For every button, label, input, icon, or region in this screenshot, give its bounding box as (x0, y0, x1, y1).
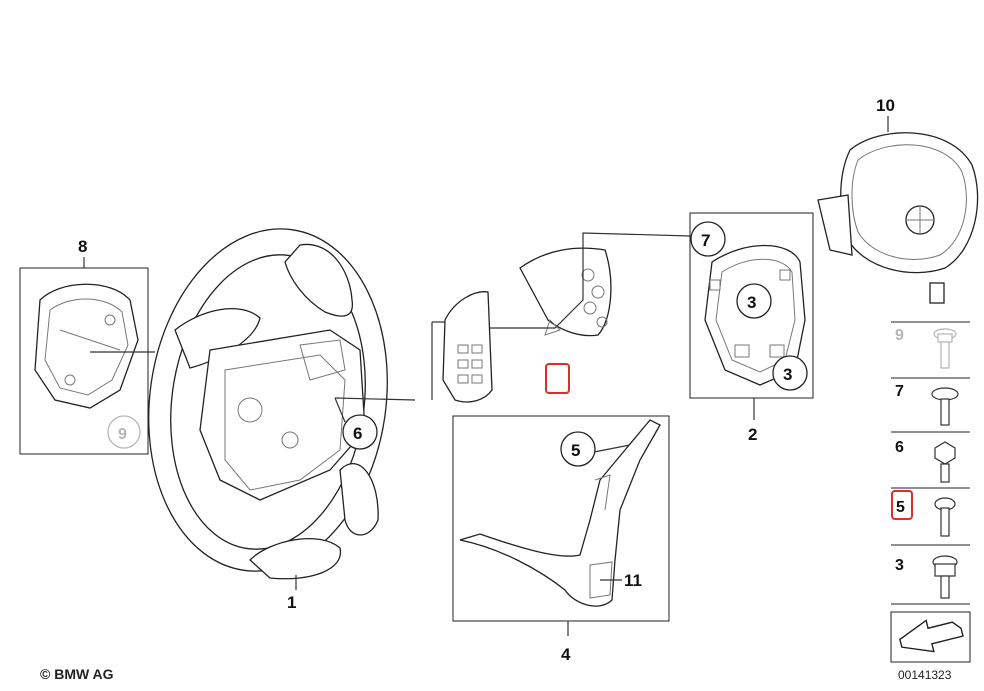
legend-highlight-5 (891, 490, 913, 520)
callout-9 (107, 415, 141, 449)
leader-5 (593, 444, 631, 453)
label-5: 5 (571, 441, 580, 460)
part-2-frame (689, 212, 814, 399)
switch-right (519, 247, 612, 337)
legend-num-3: 3 (895, 557, 904, 574)
leader-6-to-wheel (334, 397, 416, 401)
callout-6 (342, 414, 378, 450)
leader-7-top (490, 232, 691, 329)
switch-left (442, 291, 493, 403)
label-8: 8 (78, 237, 87, 256)
label-2: 2 (748, 425, 757, 444)
screw-legend: 9 7 6 5 3 (890, 321, 971, 663)
label-4: 4 (561, 645, 571, 664)
legend-num-7: 7 (895, 383, 904, 400)
screw-5-icon (934, 497, 956, 537)
direction-arrow-icon (899, 619, 964, 653)
legend-num-6: 6 (895, 439, 904, 456)
screw-3-icon (932, 555, 958, 599)
screw-6-icon (934, 441, 956, 483)
airbag-10 (817, 132, 979, 304)
callout-7 (690, 221, 726, 257)
callout-3b (772, 355, 808, 391)
highlight-marker (545, 363, 570, 394)
leader-6 (334, 397, 346, 423)
label-10: 10 (876, 96, 895, 115)
part-4-frame (452, 415, 670, 622)
label-6: 6 (353, 424, 362, 443)
screw-9-icon (933, 328, 957, 369)
callout-3a (736, 283, 772, 319)
copyright: © BMW AG (40, 666, 114, 682)
legend-num-9: 9 (895, 327, 904, 344)
diagram-id: 00141323 (898, 668, 952, 682)
label-9: 9 (118, 426, 127, 443)
trim-cover-4 (459, 419, 661, 607)
callout-5 (560, 431, 596, 467)
label-1: 1 (287, 593, 296, 612)
label-3b: 3 (783, 365, 792, 384)
label-11: 11 (624, 571, 642, 590)
bracket-8 (34, 283, 139, 409)
screw-7-icon (931, 387, 959, 426)
legend-num-5: 5 (896, 499, 905, 516)
label-3a: 3 (747, 293, 756, 312)
label-7: 7 (701, 231, 710, 250)
steering-wheel (148, 228, 388, 580)
